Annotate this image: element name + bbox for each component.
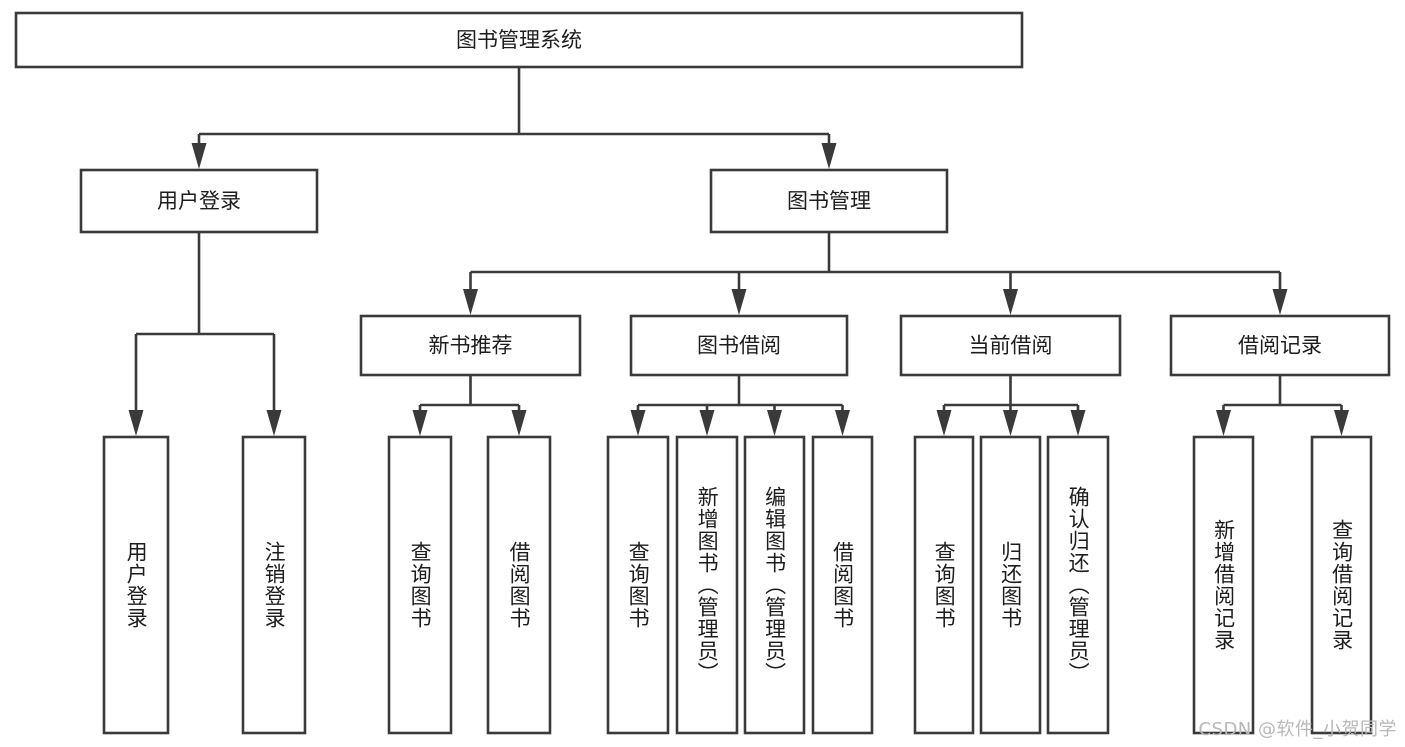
arrow-head-icon <box>630 410 646 436</box>
arrow-head-icon <box>1216 410 1231 436</box>
leaf-node-leaf-query-record-box[interactable] <box>1310 435 1373 735</box>
leaf-node-leaf-borrow-book-1-box[interactable] <box>486 435 552 735</box>
arrow-head-icon <box>767 410 782 436</box>
leaf-node-leaf-confirm-return-box[interactable] <box>1046 435 1110 735</box>
arrow-head-icon <box>731 289 747 315</box>
arrow-head-icon <box>412 410 428 436</box>
arrow-head-icon <box>191 143 207 169</box>
leaf-node-leaf-add-book-box[interactable] <box>675 435 739 735</box>
arrow-head-icon <box>463 289 478 315</box>
leaf-node-leaf-add-record-box[interactable] <box>1192 435 1255 735</box>
watermark: CSDN @软件_小贺同学 <box>1198 719 1397 740</box>
level3-node-borrow-record-label: 借阅记录 <box>1238 334 1322 358</box>
arrow-head-icon <box>1003 410 1018 436</box>
leaf-node-leaf-logout-box[interactable] <box>241 435 307 735</box>
arrow-head-icon <box>936 410 952 436</box>
level3-node-book-borrow-box[interactable] <box>629 314 849 377</box>
leaf-node-leaf-query-book-2-box[interactable] <box>606 435 670 735</box>
arrow-head-icon <box>1070 410 1086 436</box>
leaf-node-leaf-query-book-3-box[interactable] <box>913 435 975 735</box>
level3-node-current-borrow-label: 当前借阅 <box>969 334 1053 358</box>
leaf-node-leaf-edit-book-box[interactable] <box>743 435 806 735</box>
level3-node-new-book-rec-box[interactable] <box>359 314 582 377</box>
arrow-head-icon <box>699 410 715 436</box>
level2-node-user-login-label: 用户登录 <box>157 189 241 213</box>
leaf-node-leaf-borrow-book-2-box[interactable] <box>811 435 874 735</box>
level2-node-user-login-box[interactable] <box>79 168 319 234</box>
leaf-node-leaf-query-book-1-box[interactable] <box>387 435 453 735</box>
leaf-node-leaf-return-book-box[interactable] <box>979 435 1042 735</box>
boxes-layer <box>14 11 1391 735</box>
root-node-box[interactable] <box>14 11 1024 69</box>
root-node-label: 图书管理系统 <box>456 28 582 52</box>
level3-node-new-book-rec-label: 新书推荐 <box>429 334 513 358</box>
connectors-layer <box>128 67 1349 436</box>
arrow-head-icon <box>1334 410 1349 436</box>
arrow-head-icon <box>821 143 837 169</box>
level3-node-current-borrow-box[interactable] <box>899 314 1122 377</box>
arrow-head-icon <box>511 410 527 436</box>
arrow-head-icon <box>266 410 282 436</box>
leaf-node-leaf-user-login-box[interactable] <box>102 435 170 735</box>
level2-node-book-manage-label: 图书管理 <box>787 189 871 213</box>
arrow-head-icon <box>1003 289 1018 315</box>
level3-node-book-borrow-label: 图书借阅 <box>697 334 781 358</box>
arrow-head-icon <box>835 410 850 436</box>
level3-node-borrow-record-box[interactable] <box>1169 314 1391 377</box>
level2-node-book-manage-box[interactable] <box>709 168 949 234</box>
arrow-head-icon <box>1272 289 1288 315</box>
arrow-head-icon <box>128 410 144 436</box>
